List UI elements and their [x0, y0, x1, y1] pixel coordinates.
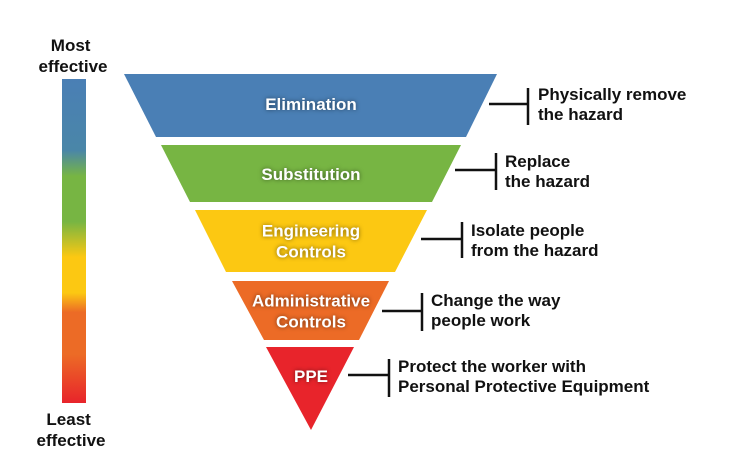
level-name: Elimination [265, 95, 357, 114]
scale-bottom-label: Least effective [37, 410, 106, 450]
level-band [266, 347, 354, 430]
level-band [124, 74, 497, 137]
level-name: Substitution [261, 165, 360, 184]
level-band [161, 145, 461, 202]
effectiveness-scale: Most effective Least effective [37, 36, 108, 450]
scale-top-label: Most effective [39, 36, 108, 76]
level-band [195, 210, 427, 272]
effectiveness-gradient-bar [62, 79, 86, 403]
level-name: PPE [294, 367, 328, 386]
level-band [232, 281, 389, 340]
